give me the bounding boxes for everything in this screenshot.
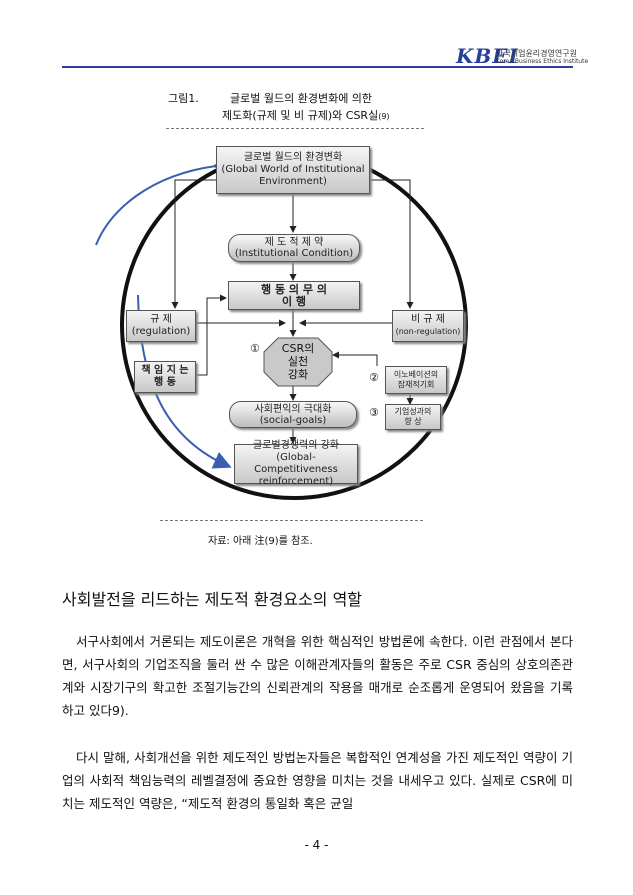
marker-2: ② — [369, 371, 379, 384]
figure-source-note: 자료: 아래 注(9)를 참조. — [208, 536, 313, 547]
figure-bottom-divider — [160, 520, 423, 521]
node-social-goals-kr: 사회편익의 극대화 — [254, 403, 332, 415]
cycle-arrow-top — [95, 155, 232, 246]
node-innovation-line1: 이노베이션의 — [393, 370, 439, 379]
node-csr-practice: CSR의 실천 강화 — [267, 340, 329, 382]
node-global-environment-kr: 글로벌 월드의 환경변화 — [243, 152, 343, 163]
paragraph-1: 서구사회에서 거론되는 제도이론은 개혁을 위한 핵심적인 방법론에 속한다. … — [62, 634, 573, 718]
node-regulation-en: (regulation) — [131, 326, 191, 337]
figure-title-line2: 제도화(규제 및 비 규제)와 CSR실(9) — [222, 109, 390, 122]
node-duty-performance: 행 동 의 무 의 이 행 — [228, 281, 360, 310]
node-institutional-condition-kr: 제 도 적 제 약 — [264, 237, 324, 248]
node-global-competitiveness-en1: (Global-Competitiveness — [254, 452, 338, 475]
marker-1: ① — [250, 342, 260, 355]
institute-name-kr: 한국기업윤리경영연구원 — [496, 49, 577, 58]
node-performance-line2: 향 상 — [404, 417, 422, 426]
node-performance-line1: 기업성과의 — [394, 407, 432, 416]
node-duty-line1: 행 동 의 무 의 — [261, 282, 327, 296]
node-duty-line2: 이 행 — [281, 294, 307, 308]
node-non-regulation: 비 규 제 (non-regulation) — [392, 310, 464, 342]
institute-logo-mark: KBEI — [456, 44, 519, 68]
node-csr-line2: 실천 — [287, 354, 309, 368]
node-innovation-line2: 잠재적기회 — [397, 380, 435, 389]
figure-label: 그림1. — [168, 92, 199, 105]
node-global-environment-en2: Environment) — [259, 176, 327, 187]
figure-title-line1: 글로벌 월드의 환경변화에 의한 — [230, 92, 373, 105]
node-global-environment-en1: (Global World of Institutional — [221, 164, 365, 175]
node-corporate-performance: 기업성과의 향 상 — [385, 404, 441, 430]
node-responsible-action: 책 임 지 는 행 동 — [134, 361, 196, 393]
node-csr-line3: 강화 — [287, 367, 309, 381]
node-global-environment: 글로벌 월드의 환경변화 (Global World of Institutio… — [216, 146, 370, 194]
figure-title-ref: (9) — [378, 112, 390, 121]
node-csr-line1: CSR의 — [281, 341, 315, 355]
node-non-regulation-kr: 비 규 제 — [411, 314, 445, 325]
node-global-competitiveness-en2: reinforcement) — [258, 476, 334, 487]
node-social-goals: 사회편익의 극대화 (social-goals) — [229, 401, 357, 428]
institute-name-en: Korea Business Ethics Institute — [496, 58, 589, 65]
node-responsible-line1: 책 임 지 는 — [141, 365, 189, 376]
figure-top-divider — [166, 128, 424, 129]
header-rule — [62, 66, 573, 68]
paragraph-2: 다시 말해, 사회개선을 위한 제도적인 방법논자들은 복합적인 연계성을 가진… — [62, 750, 573, 811]
page-number: - 4 - — [304, 838, 329, 852]
node-innovation-opportunity: 이노베이션의 잠재적기회 — [385, 366, 447, 394]
node-responsible-line2: 행 동 — [154, 377, 176, 388]
node-global-competitiveness: 글로벌경쟁력의 강화 (Global-Competitiveness reinf… — [234, 440, 358, 487]
node-regulation: 규 제 (regulation) — [126, 310, 196, 342]
section-title: 사회발전을 리드하는 제도적 환경요소의 역할 — [62, 590, 363, 609]
node-institutional-condition-en: (Institutional Condition) — [234, 248, 354, 259]
marker-3: ③ — [369, 406, 379, 419]
node-regulation-kr: 규 제 — [150, 314, 172, 325]
csr-octagon — [263, 337, 333, 387]
node-social-goals-en: (social-goals) — [259, 414, 327, 426]
node-global-competitiveness-kr: 글로벌경쟁력의 강화 — [253, 440, 339, 451]
node-institutional-condition: 제 도 적 제 약 (Institutional Condition) — [228, 234, 360, 262]
node-non-regulation-en: (non-regulation) — [395, 327, 461, 336]
